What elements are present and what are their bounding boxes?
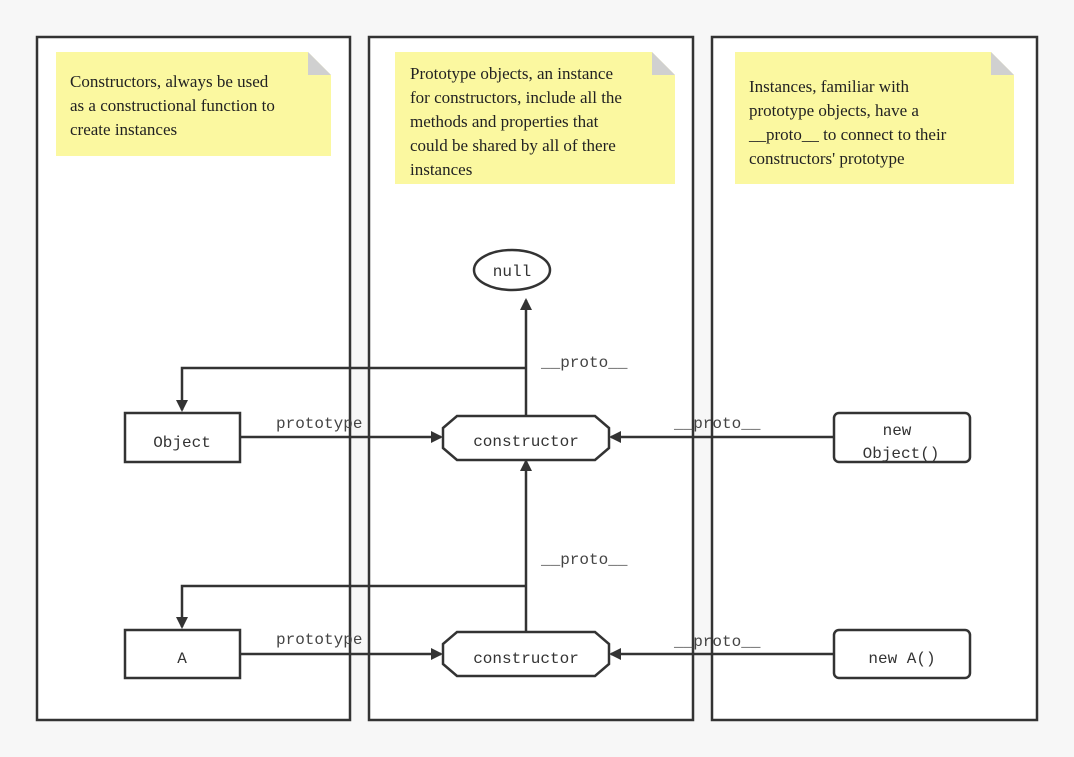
a-prototype-label: constructor bbox=[473, 650, 579, 668]
note-line: methods and properties that bbox=[410, 112, 599, 131]
constructors-note: Constructors, always be used as a constr… bbox=[56, 52, 331, 156]
edge-proto-to-object bbox=[176, 366, 526, 412]
object-instance-node: new Object() bbox=[832, 411, 972, 464]
edge-a-proto-to-a bbox=[176, 584, 526, 629]
object-instance-label-line2: Object() bbox=[863, 445, 940, 463]
note-line: create instances bbox=[70, 120, 177, 139]
null-label: null bbox=[493, 263, 531, 281]
label-instance-object-proto: __proto__ bbox=[673, 415, 761, 433]
a-label: A bbox=[177, 650, 187, 668]
note-line: __proto__ to connect to their bbox=[748, 125, 947, 144]
object-constructor-node: Object bbox=[123, 411, 242, 464]
label-proto-to-null: __proto__ bbox=[540, 354, 628, 372]
object-instance-label-line1: new bbox=[883, 422, 912, 440]
object-prototype-node: constructor bbox=[441, 414, 611, 462]
a-instance-node: new A() bbox=[832, 628, 972, 680]
label-object-prototype: prototype bbox=[276, 415, 362, 433]
note-line: as a constructional function to bbox=[70, 96, 275, 115]
a-instance-label: new A() bbox=[868, 650, 935, 668]
object-prototype-label: constructor bbox=[473, 433, 579, 451]
note-line: Constructors, always be used bbox=[70, 72, 269, 91]
note-line: Prototype objects, an instance bbox=[410, 64, 613, 83]
note-line: constructors' prototype bbox=[749, 149, 905, 168]
note-line: prototype objects, have a bbox=[749, 101, 919, 120]
null-node: null bbox=[472, 248, 552, 292]
object-label: Object bbox=[153, 434, 211, 452]
note-line: for constructors, include all the bbox=[410, 88, 622, 107]
a-constructor-node: A bbox=[123, 628, 242, 680]
prototypes-note: Prototype objects, an instance for const… bbox=[395, 52, 675, 184]
label-a-proto-up: __proto__ bbox=[540, 551, 628, 569]
instances-note: Instances, familiar with prototype objec… bbox=[735, 52, 1014, 184]
label-instance-a-proto: __proto__ bbox=[673, 633, 761, 651]
note-line: Instances, familiar with bbox=[749, 77, 910, 96]
label-a-prototype: prototype bbox=[276, 631, 362, 649]
note-line: instances bbox=[410, 160, 472, 179]
note-line: could be shared by all of there bbox=[410, 136, 616, 155]
a-prototype-node: constructor bbox=[441, 630, 611, 678]
